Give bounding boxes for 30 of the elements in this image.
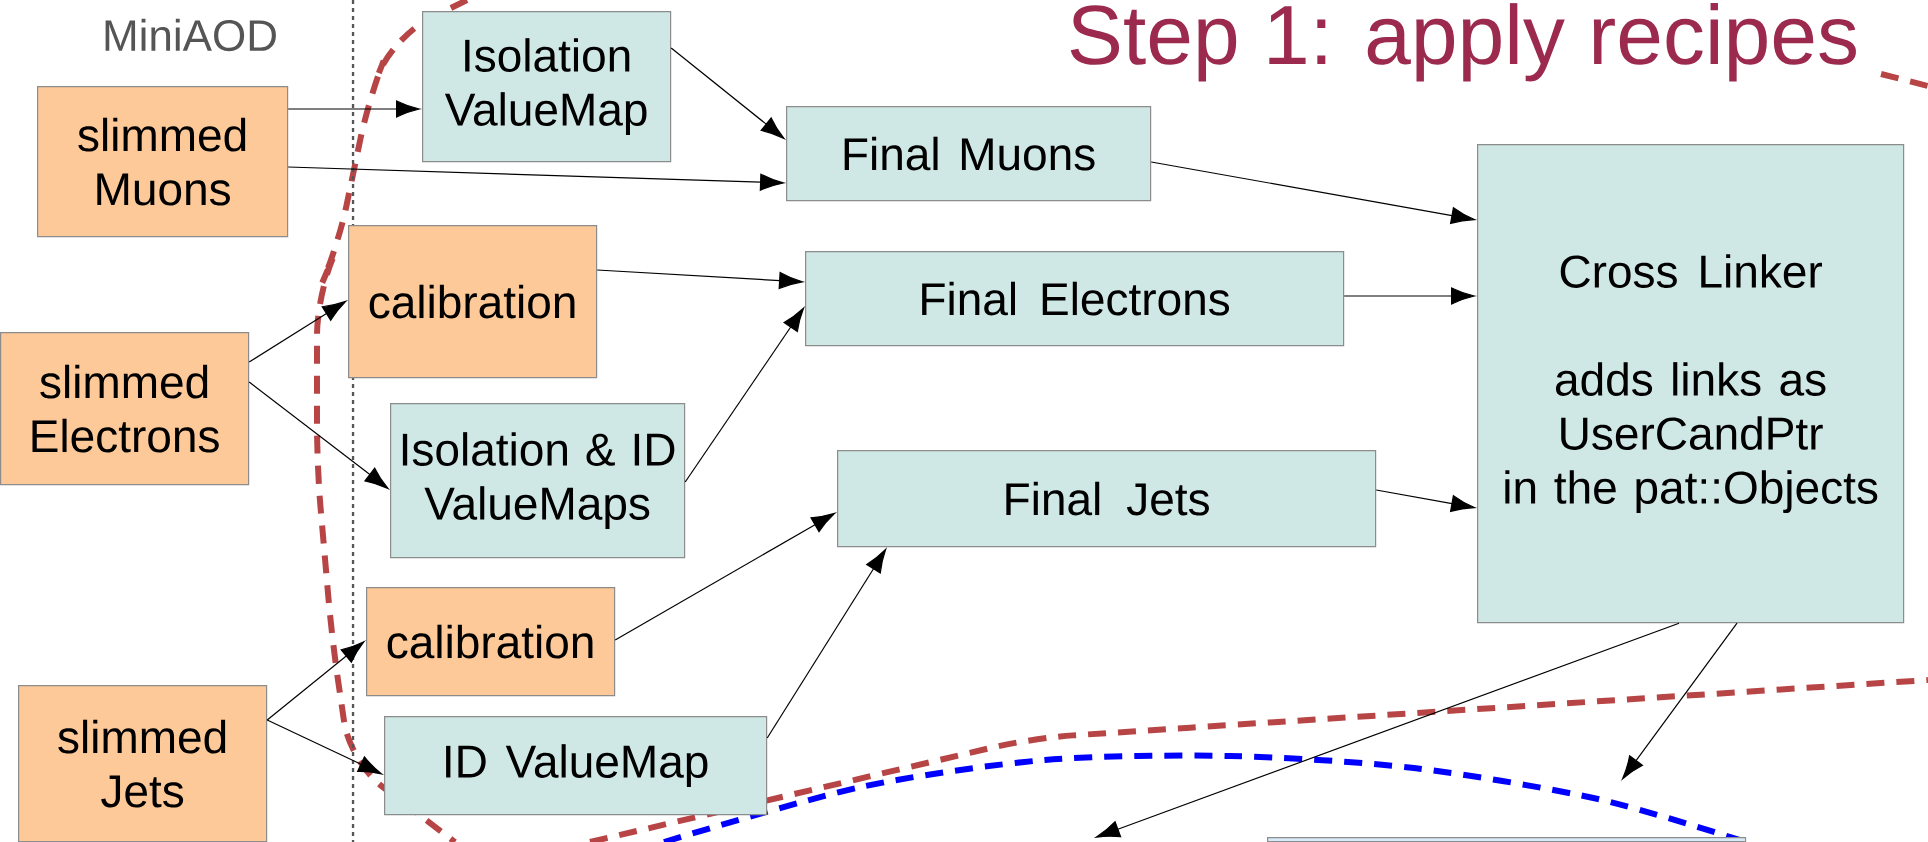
arrow (287, 166, 784, 191)
process-box: ID ValueMap (384, 716, 768, 816)
arrow (614, 512, 836, 641)
arrow (684, 307, 805, 483)
input-box: slimmed Muons (37, 86, 289, 238)
arrow (766, 548, 887, 739)
arrow (596, 269, 803, 290)
title: Step 1: apply recipes (1070, 3, 1856, 82)
arrow (1095, 622, 1680, 838)
process-box: Final Electrons (805, 251, 1345, 347)
arrow (1150, 161, 1475, 225)
process-box: Final Jets (837, 450, 1377, 548)
input-box: slimmed Jets (18, 685, 268, 842)
arrow (1622, 622, 1738, 780)
process-box: Cross Linker adds links as UserCandPtr in the pat::Objects (1477, 144, 1905, 624)
arrow (287, 100, 420, 118)
input-box: slimmed Electrons (0, 332, 250, 486)
empty-box (1267, 837, 1747, 842)
arrow (266, 719, 383, 775)
input-box: calibration (366, 587, 616, 697)
process-box: Isolation ValueMap (422, 11, 672, 163)
arrow (1343, 287, 1475, 305)
arrow (266, 641, 365, 721)
process-box: Isolation & ID ValueMaps (390, 403, 686, 559)
arrow (670, 47, 785, 139)
arrow (248, 381, 389, 489)
arrow (248, 300, 347, 363)
process-box: Final Muons (786, 106, 1152, 202)
input-box: calibration (348, 225, 598, 379)
arrow (1375, 489, 1475, 512)
